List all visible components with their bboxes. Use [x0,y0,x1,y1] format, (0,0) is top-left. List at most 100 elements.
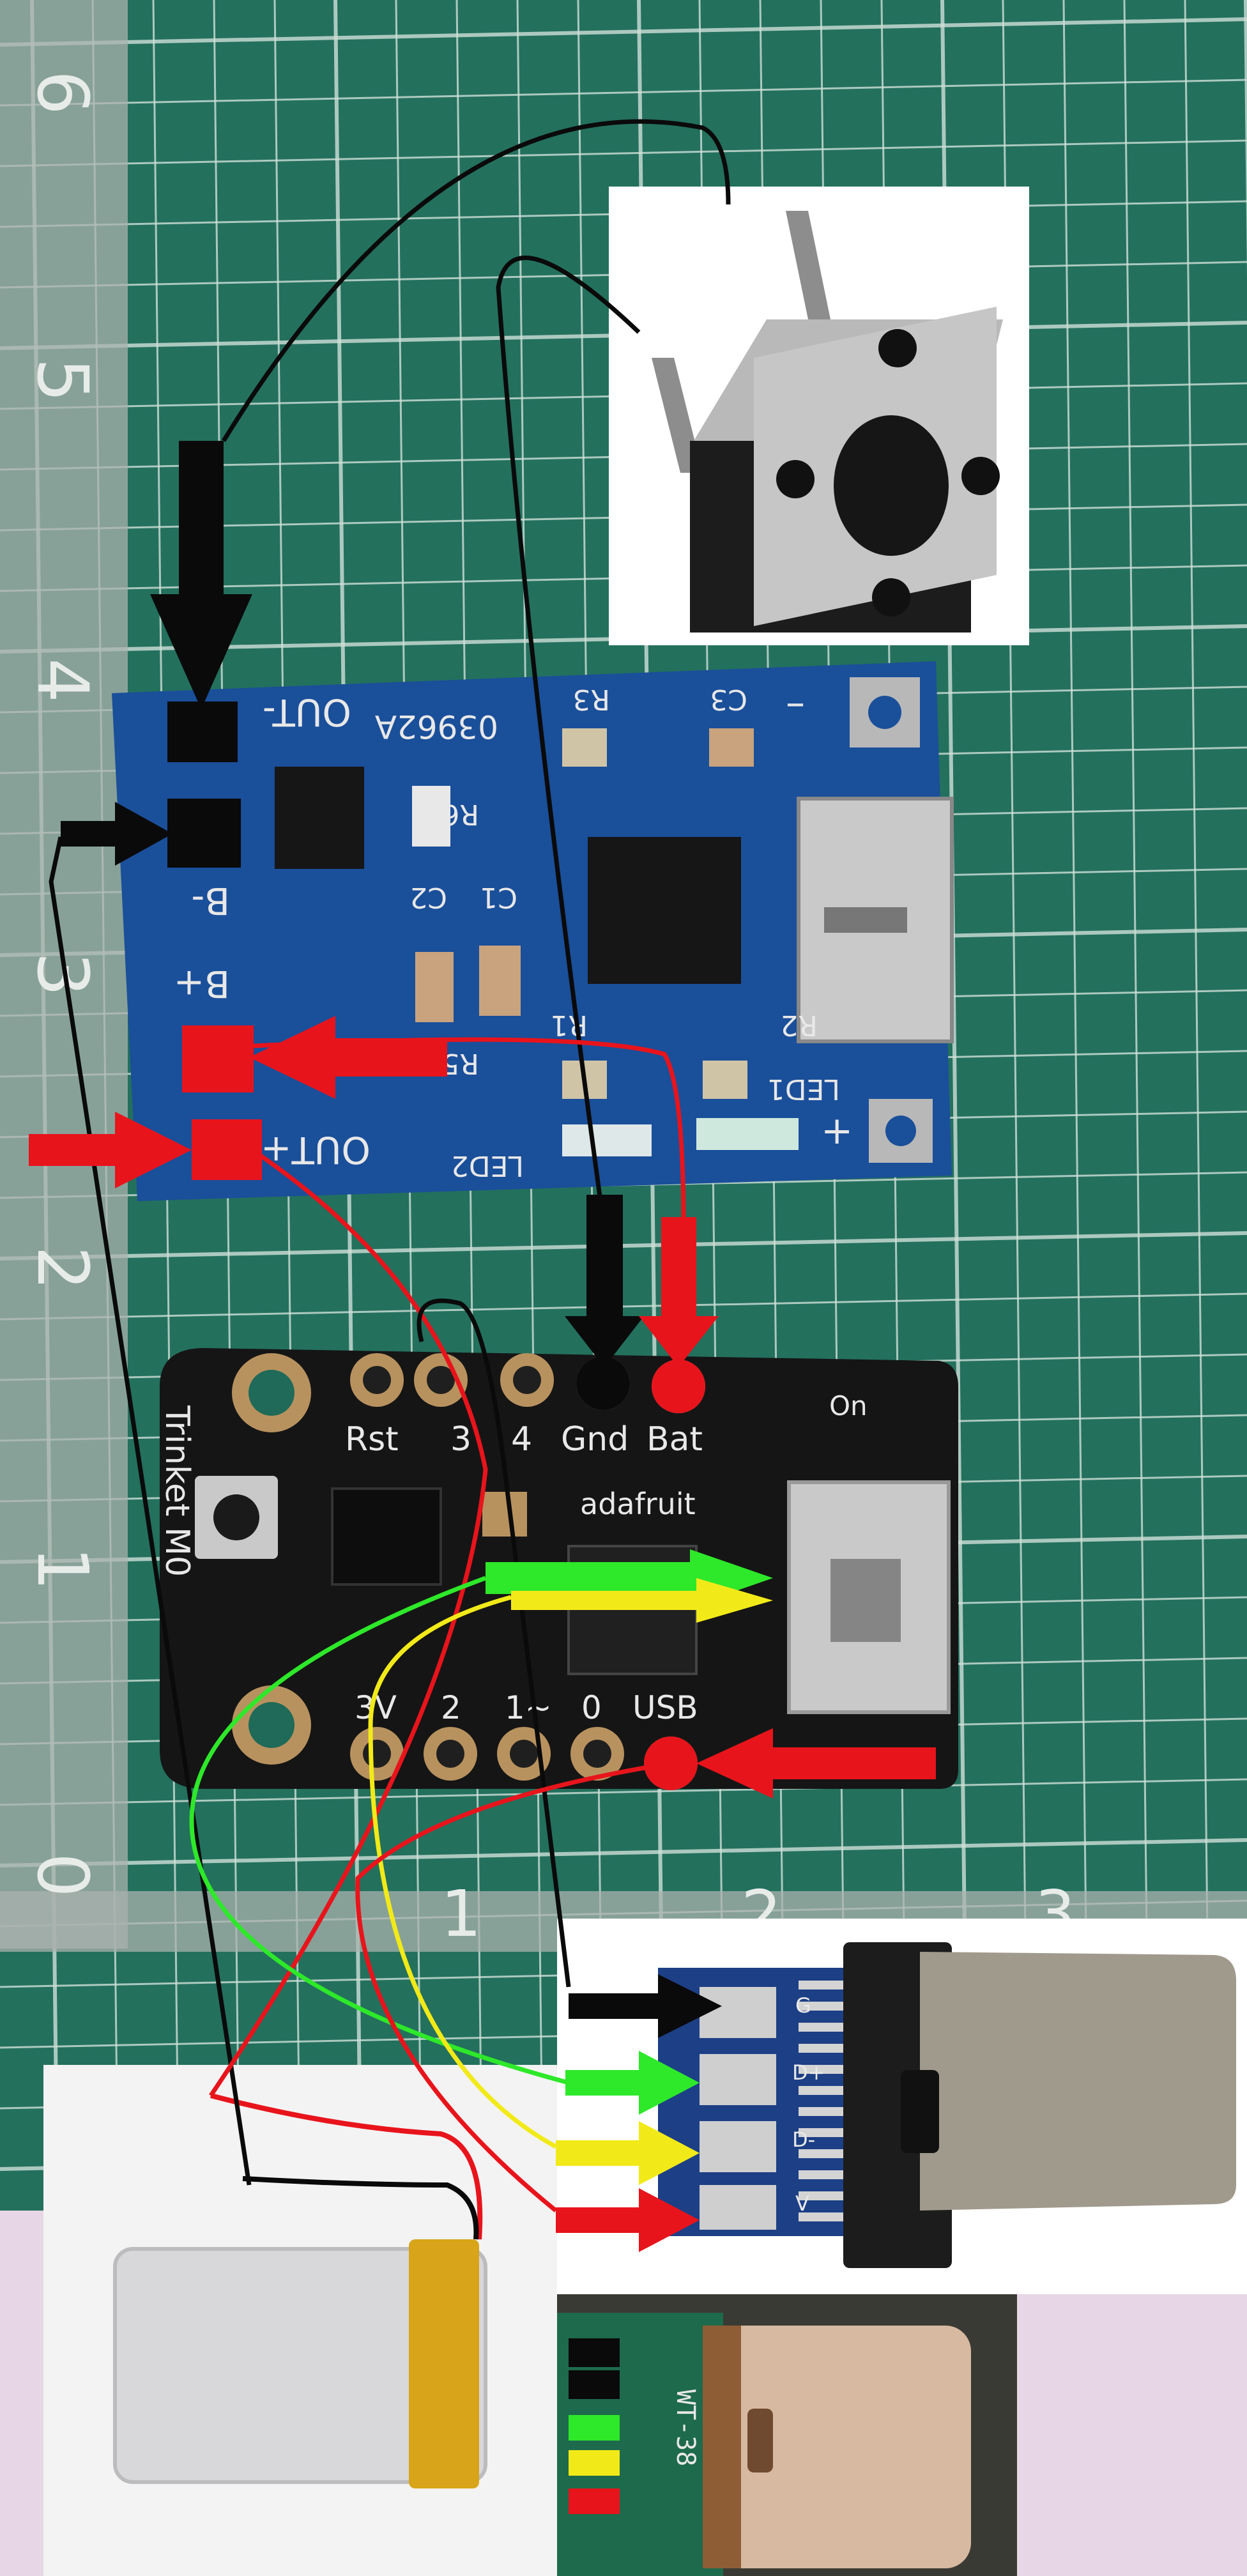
smd-capacitor [479,946,521,1016]
marker-usb-pad [644,1736,698,1790]
regulator-chip [331,1487,442,1586]
trinket-pin-hole [510,1740,538,1768]
grid-line [0,17,1247,47]
trinket-brand: adafruit [580,1487,696,1521]
ruler-number: 1 [22,1546,103,1591]
charger-part-label: LED2 [451,1149,524,1182]
grid-line [0,1292,1247,1321]
trinket-pin-hole [583,1740,611,1768]
marker-b-plus [182,1025,254,1092]
label-out-minus: OUT- [263,691,351,734]
usb-c-contact [799,2002,850,2011]
swatch-yellow [569,2450,620,2476]
charger-part-label: C1 [480,881,517,914]
button-leg [786,211,830,319]
small-breakout-latch [747,2409,773,2472]
swatch-red [569,2488,620,2514]
micro-usb-slot [824,907,907,933]
wire-button-to-bminus [222,119,731,442]
trinket-pin-hole [436,1740,464,1768]
usb-c-contact [799,2128,850,2137]
ruler-number: 0 [22,1853,103,1897]
label-chip-code: 03962A [375,708,498,745]
marker-bat [652,1360,705,1413]
smd-resistor [562,728,607,767]
swatch-black [569,2338,620,2367]
trinket-bat: Bat [646,1420,703,1459]
arrow-to-gnd [565,1195,644,1367]
trinket-pin-hole [513,1366,541,1394]
label-out-plus: OUT+ [261,1128,371,1172]
small-breakout: WT-38 [557,2294,1017,2576]
usb-c-pin-v: V [795,2191,809,2216]
arrow-usbc-dminus [556,2121,700,2185]
arrow-to-out-minus [150,441,252,709]
usb-c-contacts [799,1981,850,2221]
charger-ic-1 [275,767,364,869]
usb-c-contact [799,2149,850,2158]
led [562,1124,652,1156]
button-plunger [834,415,949,556]
battery-cell [113,2247,487,2484]
wire-usb-to-v [355,1761,671,2212]
battery-protection-tape [409,2239,479,2488]
usb-c-contact [799,2212,850,2221]
annotations [29,441,936,2252]
grid-line [0,1778,1247,1806]
usb-c-contact [799,2044,850,2053]
button-corner-dot [878,329,917,367]
trinket-pin-hole [427,1366,455,1394]
charger-ic-2 [588,837,741,984]
arrow-usbc-g [569,1974,722,2038]
button-corner-dot [776,460,815,498]
wire-outplus-to-battery [209,1142,488,2097]
charger-part-label: R2 [780,1009,818,1041]
small-breakout-connector [703,2326,971,2568]
usb-c-pad-v [700,2185,776,2230]
usb-c-contact [799,2023,850,2032]
reset-button-cap [213,1494,259,1540]
charger-part-label: C2 [409,881,447,914]
lipo-battery [43,2065,557,2576]
arrow-to-bat [639,1217,719,1367]
arrow-to-b-plus [249,1016,447,1099]
charger-part-label: R1 [550,1009,588,1041]
label-b-plus: B+ [174,962,230,1006]
usb-c-shell [920,1952,1236,2211]
battery-black-lead [242,2176,479,2240]
smd-resistor [703,1061,747,1099]
wire-gnd-to-usbc [417,1298,571,1988]
trinket-pin-0: 0 [581,1689,602,1726]
trinket-pin-hole [363,1740,391,1768]
charger-part-label: LED1 [767,1073,840,1105]
trinket-mount-hole-inner [249,1702,295,1748]
usb-c-pad-g [700,1987,776,2038]
trinket-usb: USB [632,1689,698,1726]
trinket-name: Trinket M0 [158,1405,196,1577]
smd-capacitor [415,952,454,1022]
usb-c-pin-dminus: D- [792,2128,815,2152]
wire-dplus [189,1575,569,2085]
mount-hole-inner [868,696,901,729]
usb-c-contact [799,2107,850,2116]
led [696,1118,799,1150]
label-plus: + [821,1108,853,1153]
charger-part-label: R6 [441,798,479,831]
wires [49,119,731,2212]
small-breakout-marking: WT-38 [671,2389,700,2466]
usb-c-latch [901,2070,939,2153]
label-minus: – [786,680,805,725]
ruler-number: 1 [441,1876,482,1951]
ruler-number: 5 [22,358,103,402]
usb-c-contact [799,2065,850,2074]
trinket-pin-3: 3 [450,1420,471,1459]
marker-out-plus [192,1119,262,1180]
trinket-pin-hole [363,1366,391,1394]
swatch-green [569,2415,620,2441]
charger-part-label: C3 [710,683,747,716]
usb-c-contact [799,1981,850,1989]
usb-c-pin-g: G [795,1993,811,2018]
wire-dminus [368,1595,557,2149]
